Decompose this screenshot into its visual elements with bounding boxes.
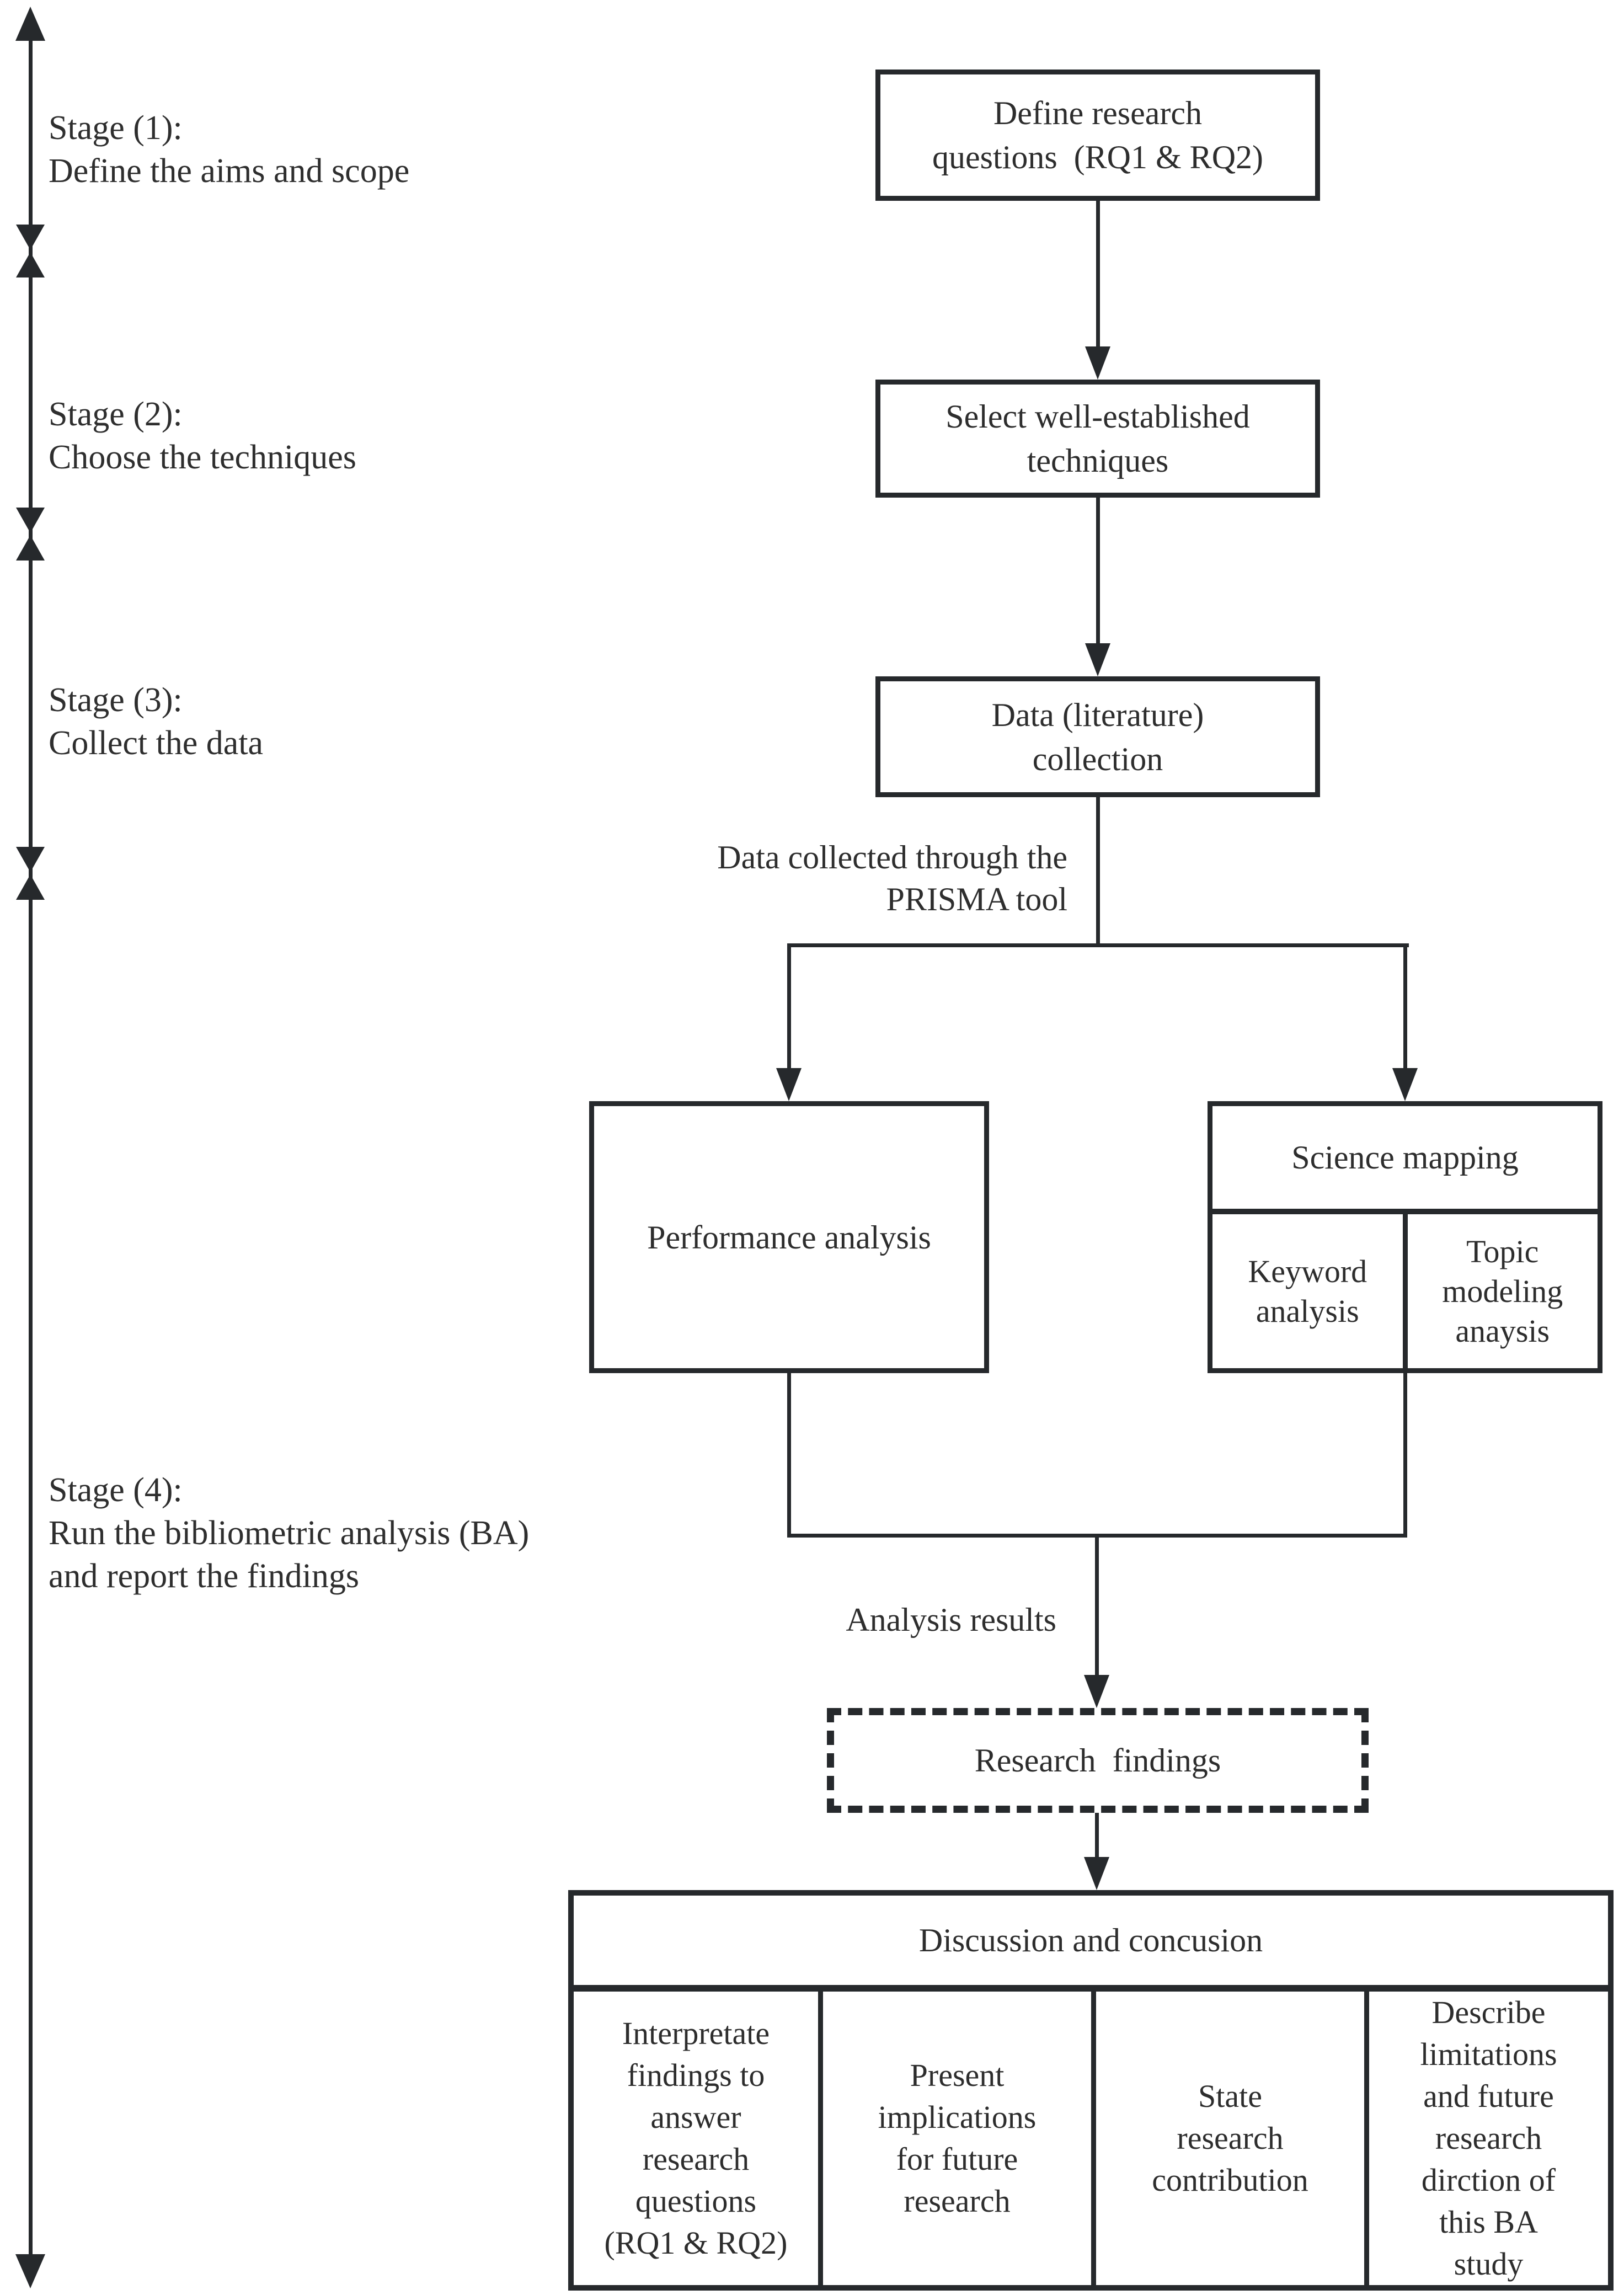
discussion-col-contribution: State research contribution: [1096, 1992, 1369, 2285]
arrowhead-down-icon: [1084, 1857, 1109, 1890]
arrowhead-down-icon: [1084, 1675, 1109, 1708]
arrowhead-down-icon: [776, 1068, 802, 1101]
connector-join-findings: [1095, 1534, 1099, 1677]
stage-axis-line: [29, 17, 33, 2256]
discussion-col-limitations: Describe limitations and future research…: [1420, 1994, 1557, 2282]
stage-3-title: Stage (3):: [49, 681, 183, 719]
box-select-techniques: Select well-established techniques: [875, 380, 1320, 498]
stage2-3-boundary-arrowhead-icon: [16, 508, 45, 533]
connector-branch-performance: [787, 943, 791, 1070]
stage1-2-boundary-arrowhead-icon: [16, 225, 45, 250]
box-science-mapping: Science mapping Keyword analysis Topic m…: [1208, 1101, 1602, 1373]
arrowhead-down-icon: [1392, 1068, 1418, 1101]
stage3-4-boundary-arrowhead-icon: [16, 874, 45, 900]
discussion-header: Discussion and concusion: [574, 1896, 1608, 1992]
stage-1-title: Stage (1):: [49, 109, 183, 147]
stage-4-title: Stage (4):: [49, 1471, 183, 1509]
cell-topic-modeling-analysis: Topic modeling anaysis: [1442, 1233, 1563, 1349]
axis-arrowhead-bottom-icon: [15, 2254, 45, 2288]
arrowhead-down-icon: [1085, 346, 1110, 380]
box-define-research-questions: Define research questions (RQ1 & RQ2): [875, 70, 1320, 201]
label-analysis-results: Analysis results: [846, 1602, 1056, 1638]
stage2-3-boundary-arrowhead-icon: [16, 535, 45, 561]
box-performance-analysis: Performance analysis: [589, 1101, 989, 1373]
box-research-findings: Research findings: [827, 1708, 1369, 1813]
stage-1-text: Define the aims and scope: [49, 152, 410, 190]
stage-3-label: Stage (3): Collect the data: [49, 679, 263, 765]
branch-horizontal-line: [787, 943, 1409, 947]
stage-2-text: Choose the techniques: [49, 439, 356, 476]
stage-4-label: Stage (4): Run the bibliometric analysis …: [49, 1469, 529, 1598]
stage-2-title: Stage (2):: [49, 396, 183, 433]
axis-arrowhead-top-icon: [15, 7, 45, 41]
box-data-collection: Data (literature) collection: [875, 676, 1320, 797]
label-prisma-tool: Data collected through the PRISMA tool: [717, 839, 1067, 917]
connector-box1-box2: [1096, 201, 1100, 349]
connector-branch-science-mapping: [1403, 943, 1407, 1070]
connector-box2-box3: [1096, 498, 1100, 645]
science-mapping-cells: Keyword analysis Topic modeling anaysis: [1212, 1214, 1598, 1368]
stage1-2-boundary-arrowhead-icon: [16, 252, 45, 277]
stage-4-text: Run the bibliometric analysis (BA) and r…: [49, 1514, 530, 1595]
science-mapping-header: Science mapping: [1212, 1106, 1598, 1214]
connector-findings-discussion: [1095, 1813, 1099, 1859]
connector-box3-branch: [1096, 797, 1100, 947]
connector-performance-join: [787, 1373, 791, 1538]
discussion-col-implications: Present implications for future research: [823, 1992, 1096, 2285]
connector-science-mapping-join: [1403, 1373, 1407, 1538]
box-discussion-conclusion: Discussion and concusion Interpretate fi…: [568, 1890, 1614, 2291]
stage-1-label: Stage (1): Define the aims and scope: [49, 106, 409, 193]
stage-2-label: Stage (2): Choose the techniques: [49, 393, 356, 479]
arrowhead-down-icon: [1085, 643, 1110, 676]
discussion-columns: Interpretate findings to answer research…: [574, 1992, 1608, 2285]
stage3-4-boundary-arrowhead-icon: [16, 847, 45, 872]
cell-keyword-analysis: Keyword analysis: [1212, 1214, 1408, 1368]
stage-3-text: Collect the data: [49, 724, 264, 762]
discussion-col-interpret-findings: Interpretate findings to answer research…: [574, 1992, 823, 2285]
